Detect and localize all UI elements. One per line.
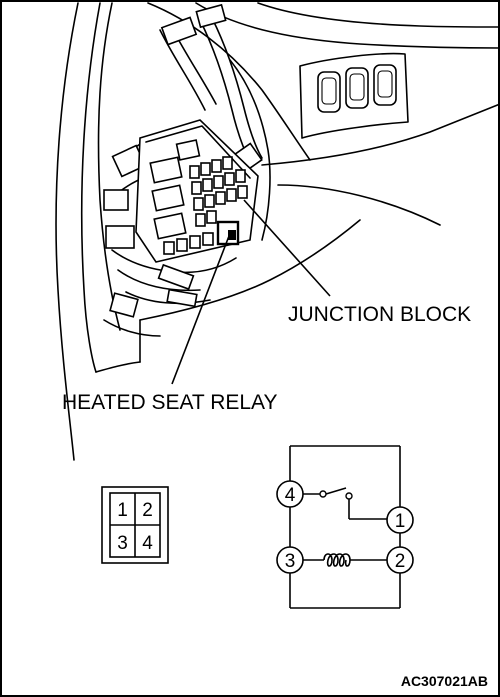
relay-schematic: 4 1 3 2	[276, 445, 414, 609]
junction-block-label: JUNCTION BLOCK	[288, 303, 471, 326]
connector-pin-1: 1	[117, 500, 128, 521]
heated-seat-relay-leader	[171, 235, 230, 385]
terminal-4-label: 4	[285, 485, 296, 506]
figure-code: AC307021AB	[401, 673, 488, 689]
connector-pin-2: 2	[142, 500, 153, 521]
terminal-1-circle	[386, 506, 414, 534]
connector-pin-4: 4	[142, 533, 153, 554]
relay-switch-contact	[303, 487, 387, 520]
dash-switch-bank	[299, 52, 409, 139]
terminal-1-label: 1	[395, 511, 406, 532]
fuse-grid	[189, 156, 248, 227]
terminal-3-label: 3	[285, 551, 296, 572]
connector-pin-3: 3	[117, 533, 128, 554]
wiring-harness	[103, 3, 263, 337]
terminal-4-circle	[276, 480, 304, 508]
relay-connector-face: 1 2 3 4	[101, 486, 169, 564]
terminal-3-circle	[276, 546, 304, 574]
relay-coil	[303, 553, 387, 567]
heated-seat-relay-label: HEATED SEAT RELAY	[62, 391, 278, 414]
dashboard-illustration	[55, 2, 500, 461]
junction-block	[135, 119, 259, 263]
terminal-2-circle	[386, 546, 414, 574]
terminal-2-label: 2	[395, 551, 406, 572]
junction-block-leader	[243, 199, 331, 297]
